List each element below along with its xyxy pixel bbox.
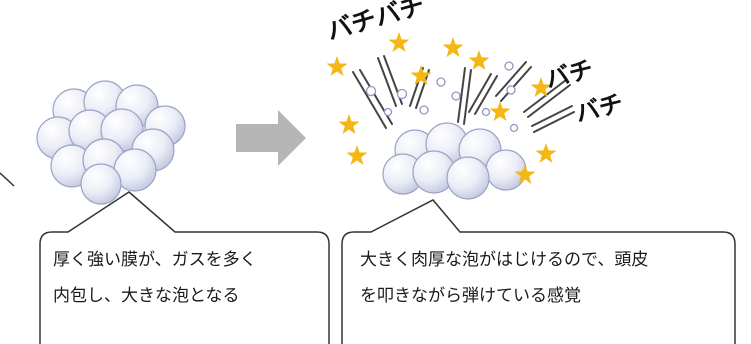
caption-right: 大きく肉厚な泡がはじけるので、頭皮 を叩きながら弾けている感覚 (360, 242, 648, 314)
callout-left (39, 191, 330, 344)
burst-lines (352, 55, 575, 133)
caption-left-line2: 内包し、大きな泡となる (53, 286, 240, 306)
small-bubbles (365, 61, 519, 133)
sound-effect-right-upper: バチ (543, 55, 596, 94)
right-bubble-cluster (382, 122, 527, 200)
edge-mark (0, 172, 15, 187)
transition-arrow (236, 110, 306, 166)
callout-right (341, 199, 736, 344)
caption-right-line1: 大きく肉厚な泡がはじけるので、頭皮 (360, 250, 649, 270)
sound-effect-top: バチバチ (324, 0, 428, 46)
caption-left-line1: 厚く強い膜が、ガスを多く (53, 250, 257, 270)
sound-effect-right-lower: バチ (573, 89, 626, 128)
caption-right-line2: を叩きながら弾けている感覚 (360, 286, 581, 306)
caption-left: 厚く強い膜が、ガスを多く 内包し、大きな泡となる (53, 242, 257, 314)
left-bubble-cluster (36, 80, 186, 205)
